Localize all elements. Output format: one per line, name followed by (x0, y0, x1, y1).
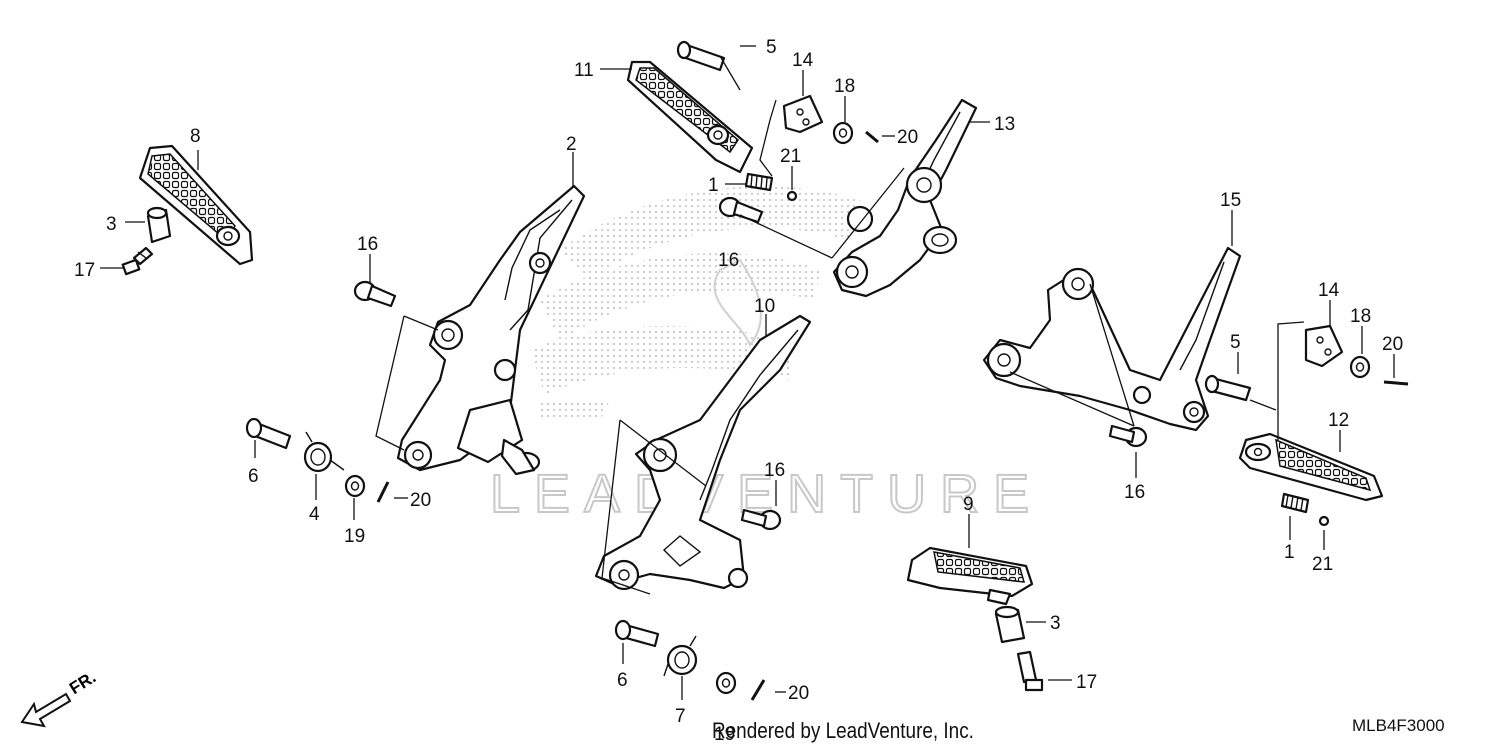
callout-9: 9 (963, 494, 974, 515)
bracket-15 (982, 246, 1242, 432)
callout-18-right: 18 (1350, 306, 1371, 327)
callout-17-left: 17 (74, 260, 95, 281)
callout-6-left: 6 (248, 466, 259, 487)
footpeg-11 (626, 60, 754, 174)
collar-3-right (994, 605, 1026, 644)
callout-15: 15 (1220, 190, 1241, 211)
pin-5-right (1204, 374, 1252, 402)
bracket-13 (832, 98, 978, 298)
plate-14-top (782, 94, 824, 134)
credit-text: Rendered by LeadVenture, Inc. (712, 718, 974, 743)
washer-19-center (715, 671, 737, 695)
washer-18-right (1349, 355, 1371, 379)
bolt-17 (121, 246, 154, 276)
callout-20-right: 20 (1382, 334, 1403, 355)
callout-10: 10 (754, 296, 775, 317)
footpeg-8 (138, 144, 254, 266)
callout-1-right: 1 (1284, 542, 1295, 563)
callout-3-left: 3 (106, 214, 117, 235)
leader-lines (100, 45, 1395, 700)
callout-2: 2 (566, 134, 577, 155)
spring-1-top (744, 172, 774, 192)
callout-3-right: 3 (1050, 613, 1061, 634)
footpeg-12 (1238, 432, 1384, 502)
front-direction-arrow-icon (20, 692, 72, 728)
cotter-20-right (1383, 380, 1409, 386)
callout-20-left: 20 (410, 490, 431, 511)
cotter-20-center (750, 679, 766, 701)
bolt-16-c (740, 508, 782, 531)
collar-3 (146, 206, 172, 244)
callout-8: 8 (190, 126, 201, 147)
callout-labels: 5 11 14 18 20 21 1 13 16 8 3 17 2 16 6 4… (74, 37, 1403, 745)
callout-21-right: 21 (1312, 554, 1333, 575)
cotter-20-left (376, 481, 390, 503)
callout-19-left: 19 (344, 526, 365, 547)
callout-6-center: 6 (617, 670, 628, 691)
callout-16-c: 16 (764, 460, 785, 481)
plate-14-right (1304, 324, 1344, 368)
bolt-16-a (353, 280, 397, 308)
callout-16-d: 16 (1124, 482, 1145, 503)
callout-20-top: 20 (897, 127, 918, 148)
cotter-20-top (865, 130, 879, 144)
ball-21-top (786, 190, 798, 202)
callout-21-top: 21 (780, 146, 801, 167)
bolt-16-b (718, 196, 764, 224)
callout-12: 12 (1328, 410, 1349, 431)
washer-19-left (344, 474, 366, 498)
callout-13: 13 (994, 114, 1015, 135)
bolt-17-right (1016, 650, 1044, 692)
callout-16-b: 16 (718, 250, 739, 271)
ball-21-right (1318, 515, 1330, 527)
callout-5-top: 5 (766, 37, 777, 58)
watermark-logo (530, 186, 860, 420)
bracket-10 (594, 314, 812, 591)
callout-17-right: 17 (1076, 672, 1097, 693)
washer-18-top (832, 121, 854, 145)
callout-4: 4 (309, 504, 320, 525)
callout-20-center: 20 (788, 683, 809, 704)
diagram-code: MLB4F3000 (1352, 716, 1445, 735)
bracket-2 (396, 184, 586, 476)
pin-5-top (676, 40, 726, 72)
bolt-16-d (1108, 424, 1148, 448)
spring-1-right (1280, 492, 1310, 514)
footpeg-9 (906, 546, 1034, 606)
callout-16-a: 16 (357, 234, 378, 255)
spring-7 (663, 635, 698, 677)
pin-6-left (245, 417, 292, 450)
callout-7: 7 (675, 706, 686, 727)
callout-1-top: 1 (708, 175, 719, 196)
pin-6-center (614, 619, 660, 648)
callout-18-top: 18 (834, 76, 855, 97)
callout-19-center: 19 (714, 724, 735, 745)
callout-14-top: 14 (792, 50, 814, 71)
callout-5-right: 5 (1230, 332, 1241, 353)
callout-14-right: 14 (1318, 280, 1340, 301)
callout-11: 11 (574, 60, 594, 81)
spring-4 (303, 431, 345, 473)
